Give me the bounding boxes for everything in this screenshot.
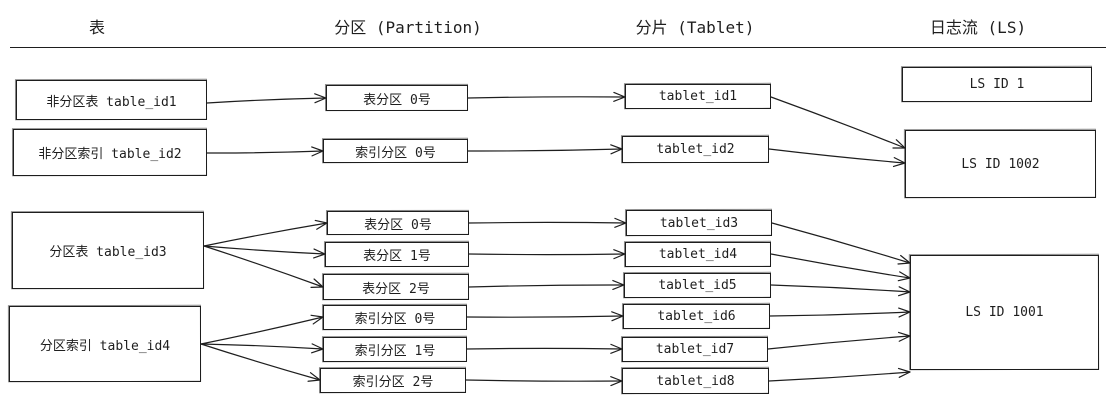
connector-arrow xyxy=(203,245,324,288)
table-box-non-partitioned-index: 非分区索引 table_id2 xyxy=(13,129,207,176)
connector-arrow xyxy=(768,148,906,164)
partition-box-2: 索引分区 0号 xyxy=(323,139,468,163)
connector-arrow xyxy=(468,284,625,288)
connector-arrow xyxy=(467,96,626,99)
connector-arrow xyxy=(771,222,911,264)
connector-arrow xyxy=(770,96,906,149)
arrow-head xyxy=(897,367,911,378)
partition-box-6: 索引分区 0号 xyxy=(323,305,467,330)
log-stream-box-ls1: LS ID 1 xyxy=(902,67,1092,102)
connector-arrow xyxy=(200,343,324,350)
connector-arrow xyxy=(200,316,324,345)
connector-arrow xyxy=(767,335,911,350)
connector-arrow xyxy=(770,284,911,293)
connector-arrow xyxy=(467,148,623,152)
connector-arrow xyxy=(203,222,328,247)
connector-arrow xyxy=(770,253,911,279)
connector-arrow xyxy=(466,347,623,350)
partition-box-8: 索引分区 2号 xyxy=(320,368,466,393)
partition-box-3: 表分区 0号 xyxy=(327,211,469,235)
partition-box-7: 索引分区 1号 xyxy=(323,337,467,362)
header-divider xyxy=(10,47,1106,48)
header-partition: 分区 (Partition) xyxy=(334,18,482,37)
tablet-box-7: tablet_id7 xyxy=(622,337,768,362)
header-log-stream: 日志流 (LS) xyxy=(929,18,1027,37)
header-tablet: 分片 (Tablet) xyxy=(635,18,755,37)
partition-box-4: 表分区 1号 xyxy=(325,242,469,267)
tablet-box-1: tablet_id1 xyxy=(625,84,771,109)
tablet-box-8: tablet_id8 xyxy=(622,368,769,394)
connector-arrow xyxy=(206,97,327,104)
partition-box-1: 表分区 0号 xyxy=(326,85,468,111)
header-table: 表 xyxy=(88,18,106,37)
table-box-non-partitioned-table: 非分区表 table_id1 xyxy=(16,80,207,120)
table-box-partitioned-index: 分区索引 table_id4 xyxy=(9,306,201,382)
connector-arrow xyxy=(468,253,626,256)
tablet-box-6: tablet_id6 xyxy=(623,304,770,329)
connector-arrow xyxy=(768,371,911,382)
tablet-box-3: tablet_id3 xyxy=(626,210,772,236)
log-stream-box-ls1001: LS ID 1001 xyxy=(910,255,1099,370)
connector-arrow xyxy=(468,221,627,224)
connector-arrow xyxy=(466,315,624,318)
log-stream-box-ls1002: LS ID 1002 xyxy=(905,130,1096,198)
table-box-partitioned-table: 分区表 table_id3 xyxy=(12,212,204,289)
connector-arrow xyxy=(769,311,911,317)
tablet-box-2: tablet_id2 xyxy=(622,136,769,163)
connector-arrow xyxy=(203,245,326,255)
connector-arrow xyxy=(200,343,321,381)
connector-arrow xyxy=(465,379,623,382)
tablet-box-4: tablet_id4 xyxy=(625,242,771,267)
partition-box-5: 表分区 2号 xyxy=(323,274,469,300)
tablet-box-5: tablet_id5 xyxy=(624,273,771,298)
connector-arrow xyxy=(206,150,324,154)
